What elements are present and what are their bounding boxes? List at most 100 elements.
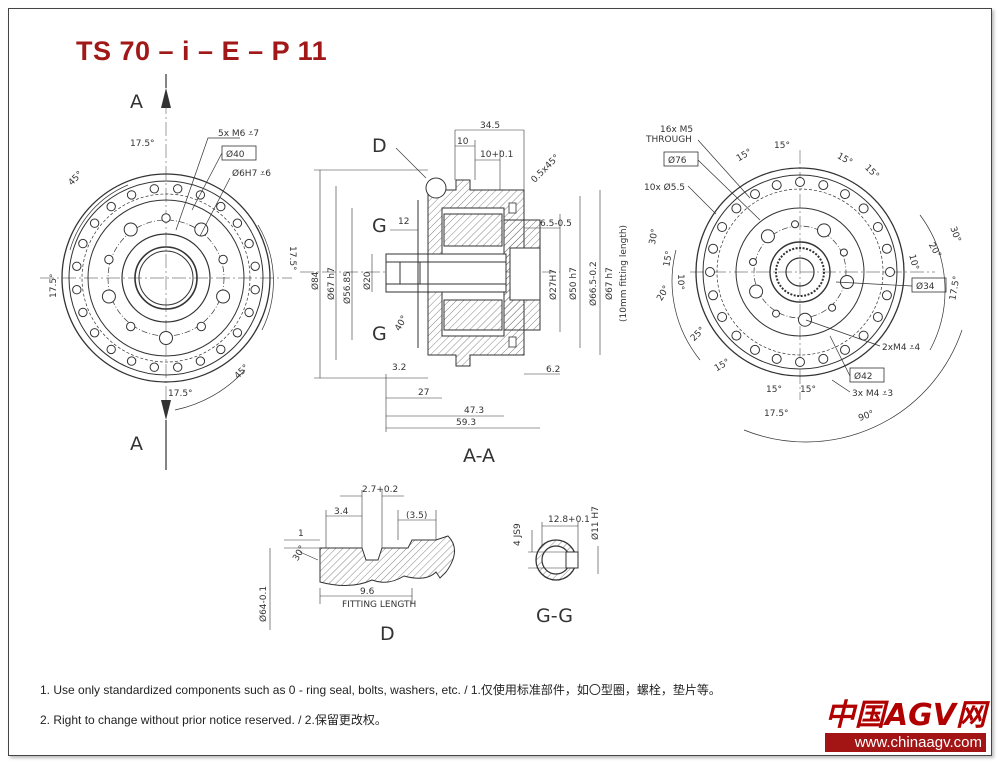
callout-label: 2xM4 ⩡4 (882, 343, 920, 353)
outer-hole-ring-left (72, 184, 260, 372)
bolt-hole (123, 222, 138, 237)
pin-hole (772, 309, 780, 318)
bolt-hole (216, 289, 231, 304)
note-2: 2. Right to change without prior notice … (40, 713, 387, 727)
flange-hole (232, 218, 243, 228)
dimension-label: 4 JS9 (513, 523, 523, 546)
flange-hole (818, 180, 829, 191)
angle-label: 10° (675, 274, 685, 290)
section-mark-a-bottom: A (130, 433, 143, 455)
bolt-hole (760, 229, 775, 244)
dimension-label: 27 (418, 388, 429, 398)
angle-label: 17.5° (948, 275, 962, 301)
flange-hole (731, 203, 742, 214)
view-label-gg: G-G (536, 605, 573, 627)
dimension-label: 2.7+0.2 (362, 485, 398, 495)
dimension-label: 40° (393, 314, 410, 333)
view-label-d: D (380, 623, 395, 645)
callout-label: Ø42 (854, 371, 873, 382)
flange-hole (126, 356, 137, 366)
angle-label: 30° (648, 228, 661, 245)
flange-hole (72, 261, 82, 271)
dimension-label: 30° (291, 544, 308, 563)
dimension-label: Ø67 h7 (604, 267, 615, 300)
callout-label: THROUGH (645, 135, 692, 145)
flange-hole (818, 353, 829, 364)
flange-hole (872, 222, 883, 232)
left-flange-view (40, 74, 292, 470)
dimension-label: 59.3 (456, 418, 476, 428)
dimension-label: 34.5 (480, 121, 500, 131)
callout-label: 5x M6 ⩡7 (218, 129, 259, 139)
flange-hole (840, 189, 850, 200)
angle-label: 90° (857, 409, 875, 424)
bolt-hole (817, 223, 831, 238)
flange-hole (858, 330, 869, 341)
angle-label: 15° (835, 151, 854, 168)
flange-hole (149, 184, 160, 194)
section-a-a-view (300, 177, 560, 367)
dimension-label: Ø84 (310, 271, 321, 290)
flange-hole (717, 222, 728, 232)
dimension-label: 3.2 (392, 363, 406, 373)
flange-hole (195, 190, 206, 200)
dimension-label: 10+0.1 (480, 150, 513, 160)
flange-hole (216, 344, 226, 355)
angle-label: 17.5° (130, 139, 155, 149)
dimension-label: 9.6 (360, 587, 375, 597)
flange-hole (216, 201, 226, 212)
pin-hole (828, 303, 837, 312)
dimension-label: 6.5-0.5 (540, 219, 572, 229)
dimension-label: 12 (398, 217, 409, 227)
section-mark-a-top: A (130, 91, 143, 113)
flange-hole (72, 285, 82, 295)
angle-label: 17.5° (764, 409, 789, 419)
dimension-label: 0.5x45° (530, 153, 562, 185)
section-mark-g-top: G (372, 215, 387, 237)
flange-hole (750, 344, 760, 355)
dimension-label: Ø20 (362, 271, 373, 290)
pin-hole (126, 321, 136, 332)
angle-label: 15° (735, 147, 754, 164)
callout-label: Ø6H7 ⩡6 (232, 168, 271, 179)
flange-hole (885, 267, 895, 277)
callout-label: 16x M5 (660, 125, 693, 135)
flange-hole (795, 357, 805, 367)
angle-label: 17.5° (287, 246, 297, 271)
dimension-label: 12.8+0.1 (548, 515, 590, 525)
bolt-hole (194, 222, 209, 237)
dimension-label: Ø66.5-0.2 (588, 261, 599, 306)
pin-hole (791, 220, 799, 229)
left-view-labels: A A 17.5° 45° 17.5° 17.5° 17.5° 45° 5x M… (49, 91, 297, 455)
angle-label: 17.5° (168, 389, 193, 399)
callout-label: Ø76 (668, 155, 687, 166)
callout-label: Ø40 (226, 149, 245, 160)
angle-label: 15° (662, 250, 675, 267)
flange-hole (881, 243, 892, 254)
flange-hole (872, 312, 883, 322)
dimension-label: (3.5) (406, 511, 427, 521)
pin-hole (218, 254, 228, 265)
flange-hole (795, 177, 805, 187)
watermark-text: 中国AGV网 (824, 698, 986, 733)
pin-hole (161, 213, 171, 223)
angle-label: 17.5° (49, 273, 59, 298)
dimension-label: 10 (457, 137, 469, 147)
dimension-label: Ø67 h7 (326, 267, 337, 300)
flange-hole (89, 328, 100, 338)
angle-label: 15° (862, 163, 880, 181)
angle-label: 25° (689, 325, 707, 343)
dimension-label: Ø11 H7 (590, 506, 601, 540)
flange-hole (106, 344, 116, 355)
flange-hole (78, 238, 88, 249)
flange-hole (106, 201, 116, 212)
watermark-logo: 中国AGV网 www.chinaagv.com (824, 698, 986, 752)
detail-gg-view (528, 522, 599, 581)
flange-hole (173, 362, 183, 372)
angle-label: 15° (713, 357, 732, 374)
callout-label: Ø34 (916, 281, 935, 292)
dimension-label: 3.4 (334, 507, 349, 517)
angle-label: 15° (766, 385, 782, 395)
detail-gg-labels: 12.8+0.1 4 JS9 Ø11 H7 G-G (513, 506, 601, 627)
